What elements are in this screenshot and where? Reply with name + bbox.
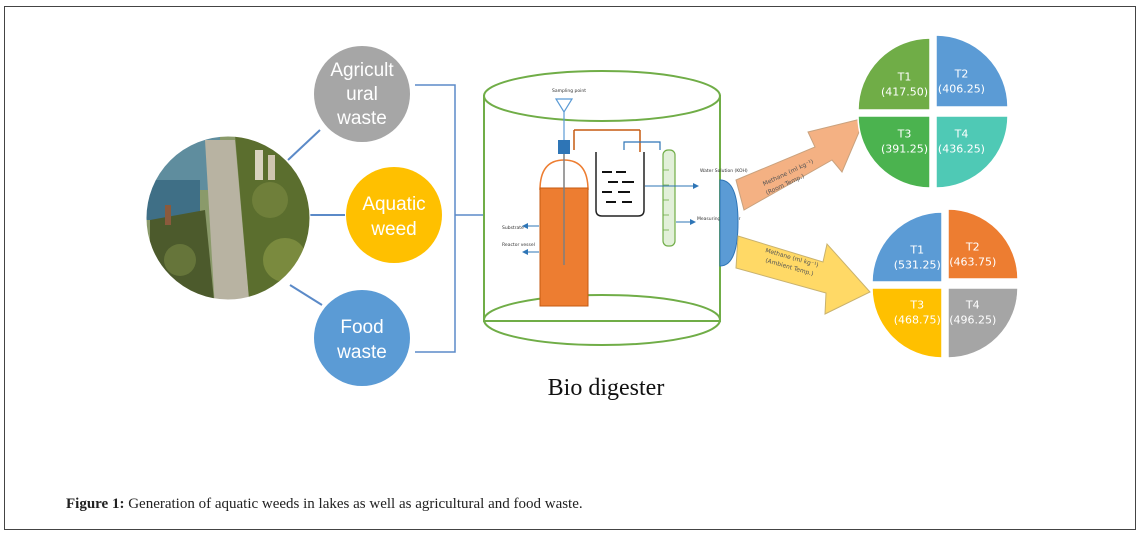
pie-quadrant-name: T1: [909, 243, 924, 256]
source-label-line: ural: [346, 84, 378, 105]
pie-quadrant-name: T4: [954, 127, 969, 140]
pie-quadrant-value: (496.25): [949, 314, 996, 327]
bio-digester: Sampling point Water Solution (KOH): [483, 70, 748, 346]
pie-quadrant-value: (391.25): [881, 142, 928, 155]
source-aquatic-weed: Aquatic weed: [346, 167, 442, 263]
methane-arrow-ambient-temp: Methane (ml kg⁻¹) (Ambient Temp.): [735, 235, 871, 315]
pie-quadrant-value: (417.50): [881, 86, 928, 99]
source-label-line: waste: [336, 342, 387, 363]
pie-quadrant-t1: [857, 37, 931, 111]
input-bracket: [415, 84, 456, 353]
bio-digester-title: Bio digester: [548, 375, 665, 401]
sampling-point-label: Sampling point: [552, 88, 586, 94]
source-label-line: waste: [336, 108, 387, 129]
connector-line: [287, 129, 321, 161]
pie-quadrant-value: (436.25): [938, 142, 985, 155]
pie-quadrant-t1: [871, 211, 943, 283]
pie-quadrant-name: T1: [897, 71, 912, 84]
pie-quadrant-t3: [857, 115, 931, 189]
pie-quadrant-t4: [935, 115, 1009, 189]
figure-frame: [4, 6, 1136, 530]
outlet-connector: [719, 179, 739, 267]
source-food-waste: Food waste: [314, 290, 410, 386]
source-agricultural-waste: Agricult ural waste: [314, 46, 410, 142]
pie-quadrant-t2: [947, 208, 1019, 280]
pie-quadrant-name: T4: [965, 299, 980, 312]
pie-quadrant-value: (406.25): [938, 83, 985, 96]
pie-chart-ambient-temp: T1 (531.25) T2 (463.75) T3 (468.75) T4 (496.25): [871, 208, 1019, 359]
caption-prefix: Figure 1:: [66, 496, 125, 512]
pie-quadrant-t3: [871, 287, 943, 359]
pie-quadrant-name: T3: [897, 127, 912, 140]
caption-text: Generation of aquatic weeds in lakes as …: [124, 496, 583, 512]
substrate-label: Substrate: [502, 225, 524, 231]
source-label-line: Food: [340, 317, 383, 338]
measuring-cylinder-label: Measuring Cylinder: [697, 216, 741, 222]
pie-quadrant-value: (531.25): [894, 258, 941, 271]
source-label-line: Agricult: [330, 60, 394, 81]
pie-quadrant-t2: [935, 34, 1009, 108]
aquatic-weed-photo: [146, 136, 310, 300]
water-solution-label: Water Solution (KOH): [700, 168, 748, 174]
pie-chart-room-temp: T1 (417.50) T2 (406.25) T3 (391.25) T4 (436.25): [857, 34, 1009, 189]
pie-quadrant-value: (468.75): [894, 314, 941, 327]
pie-quadrant-name: T2: [965, 240, 980, 253]
source-label-line: Aquatic: [362, 194, 425, 215]
connector-line: [289, 284, 323, 306]
figure-caption: Figure 1: Generation of aquatic weeds in…: [66, 496, 583, 513]
source-label-line: weed: [370, 219, 416, 240]
pie-quadrant-value: (463.75): [949, 255, 996, 268]
pie-quadrant-t4: [947, 287, 1019, 359]
pie-quadrant-name: T3: [909, 299, 924, 312]
methane-arrow-room-temp: Methane (ml kg⁻¹) (Room Temp.): [735, 117, 866, 211]
photo-border: [145, 135, 311, 301]
pie-quadrant-name: T2: [954, 68, 969, 81]
reactor-vessel-label: Reactor vessel: [502, 242, 535, 248]
